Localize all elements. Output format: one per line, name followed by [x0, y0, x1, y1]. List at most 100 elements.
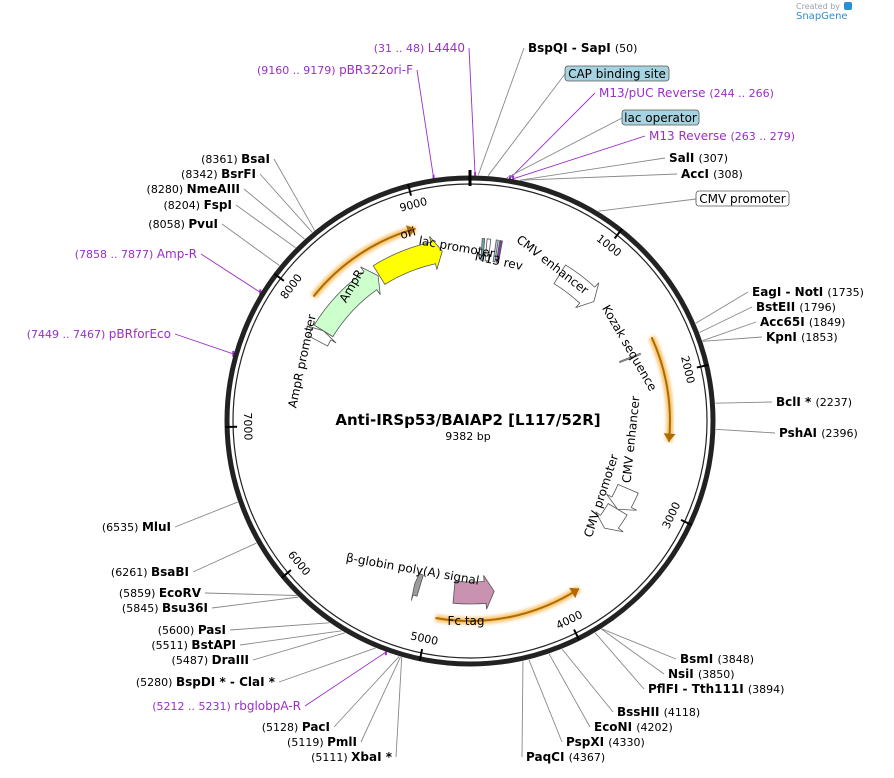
plasmid-name: Anti-IRSp53/BAIAP2 [L117/52R]: [335, 411, 600, 429]
site-name: pBR322ori-F: [339, 63, 413, 77]
site-label: M13 Reverse (263 .. 279): [649, 129, 795, 143]
leader-line-right-14: [561, 648, 614, 713]
site-coord: (6535): [102, 521, 142, 534]
feature-cmv-promoter: [595, 503, 628, 533]
leader-line-right-12: [601, 628, 665, 675]
site-label: (5128) PacI: [262, 720, 330, 734]
site-coord: (4202): [636, 721, 673, 734]
site-name: BclI *: [776, 395, 815, 409]
tick-mark-2000: [696, 363, 709, 369]
site-label: BsmI (3848): [680, 652, 754, 666]
site-pmli: (5119) PmlI: [287, 735, 357, 749]
site-bsabi: (6261) BsaBI: [111, 565, 189, 579]
leader-line-right-3: [520, 157, 666, 181]
orf-arc-0: [650, 336, 671, 442]
site-name: DraIII: [212, 653, 249, 667]
feature-m13-rev: [495, 239, 503, 264]
tick-mark-9000: [407, 183, 413, 196]
site-name: PflFI - Tth111I: [648, 682, 748, 696]
site-label: (8058) PvuI: [148, 217, 218, 231]
site-label: (9160 .. 9179) pBR322ori-F: [257, 63, 413, 77]
orf-arrowhead-1: [569, 587, 580, 599]
site-bsmi: BsmI (3848): [680, 652, 754, 666]
site-name: PacI: [302, 720, 330, 734]
site-coord: (3894): [748, 683, 785, 696]
site-label: (8361) BsaI: [201, 152, 270, 166]
site-nsii: NsiI (3850): [668, 667, 735, 681]
site-name: M13/pUC Reverse: [599, 86, 709, 100]
leader-line-right-11: [601, 628, 677, 660]
site-bspqi-sapi: BspQI - SapI (50): [528, 41, 637, 55]
leader-line-left-0: [468, 47, 476, 176]
leader-line-left-7: [200, 253, 261, 293]
site-bsu36i: (5845) Bsu36I: [122, 601, 208, 615]
features: [306, 236, 642, 610]
site-name: Amp-R: [157, 247, 197, 261]
site-coord: (308): [713, 168, 743, 181]
site-coord: (1853): [801, 331, 838, 344]
feature-beta-globin-polya: [410, 568, 424, 601]
leader-line-left-6: [221, 223, 280, 266]
leader-line-left-14: [239, 630, 342, 646]
site-coord: (5119): [287, 736, 327, 749]
site-bsai: (8361) BsaI: [201, 152, 270, 166]
site-coord: (2396): [821, 427, 858, 440]
site-coord: (5111): [311, 751, 351, 764]
feature-callout-box-2: [695, 190, 790, 207]
tick-label-2000: 2000: [678, 355, 697, 385]
site-label: (5487) DraIII: [172, 653, 249, 667]
feature-label-5: CMV enhancer: [620, 395, 643, 483]
site-name: PvuI: [188, 217, 218, 231]
site-name: SalI: [669, 151, 699, 165]
site-label: (6261) BsaBI: [111, 565, 189, 579]
site-name: M13 Reverse: [649, 129, 731, 143]
site-label: (5845) Bsu36I: [122, 601, 208, 615]
leader-line-right-0: [477, 47, 525, 176]
site-label: BclI * (2237): [776, 395, 852, 409]
site-label: (7858 .. 7877) Amp-R: [75, 247, 197, 261]
site-label: (8342) BsrFI: [181, 167, 256, 181]
leader-line-left-17: [304, 651, 387, 707]
tick-label-9000: 9000: [398, 195, 428, 215]
site-label: (5859) EcoRV: [119, 586, 202, 600]
site-label: PspXI (4330): [566, 735, 645, 749]
plasmid-size: 9382 bp: [445, 430, 490, 443]
site-pshai: PshAI (2396): [779, 426, 858, 440]
site-name: XbaI *: [351, 750, 393, 764]
feature-cap-site: [480, 237, 486, 261]
site-coord: (244 .. 266): [709, 87, 774, 100]
site-name: BstEII: [756, 300, 799, 314]
snapgene-logo-icon: [843, 2, 852, 10]
leader-line-left-2: [273, 158, 315, 231]
orf-arrowhead-0: [663, 433, 676, 442]
credit-prefix: Created by: [796, 2, 841, 11]
tick-mark-6000: [281, 569, 292, 579]
site-coord: (5600): [158, 624, 198, 637]
site-nmeaiii: (8280) NmeAIII: [147, 182, 240, 196]
site-label: (5600) PasI: [158, 623, 226, 637]
site-name: EcoRV: [159, 586, 202, 600]
site-name: pBRforEco: [109, 327, 171, 341]
site-name: BsaI: [241, 152, 270, 166]
site-label: AccI (308): [681, 167, 743, 181]
site-xbai-: (5111) XbaI *: [311, 750, 393, 764]
site-coord: (31 .. 48): [374, 42, 428, 55]
site-coord: (8361): [201, 153, 241, 166]
site-eagi-noti: EagI - NotI (1735): [752, 285, 864, 299]
site-name: Bsu36I: [162, 601, 208, 615]
site-bsshii: BssHII (4118): [617, 705, 700, 719]
site-label: (5212 .. 5231) rbglobpA-R: [152, 699, 301, 713]
site-l4440: (31 .. 48) L4440: [374, 41, 465, 55]
site-name: Acc65I: [760, 315, 809, 329]
site-ecorv: (5859) EcoRV: [119, 586, 202, 600]
site-m13-puc-reverse: M13/pUC Reverse (244 .. 266): [599, 86, 774, 100]
site-paqci: PaqCI (4367): [526, 750, 605, 764]
site-label: PaqCI (4367): [526, 750, 605, 764]
site-label: (31 .. 48) L4440: [374, 41, 465, 55]
leader-line-right-1: [509, 92, 596, 179]
site-coord: (2237): [815, 396, 852, 409]
site-coord: (3850): [698, 668, 735, 681]
site-fspi: (8204) FspI: [164, 198, 232, 212]
site-label: (5280) BspDI * - ClaI *: [136, 675, 276, 689]
leader-line-right-8: [702, 336, 763, 342]
